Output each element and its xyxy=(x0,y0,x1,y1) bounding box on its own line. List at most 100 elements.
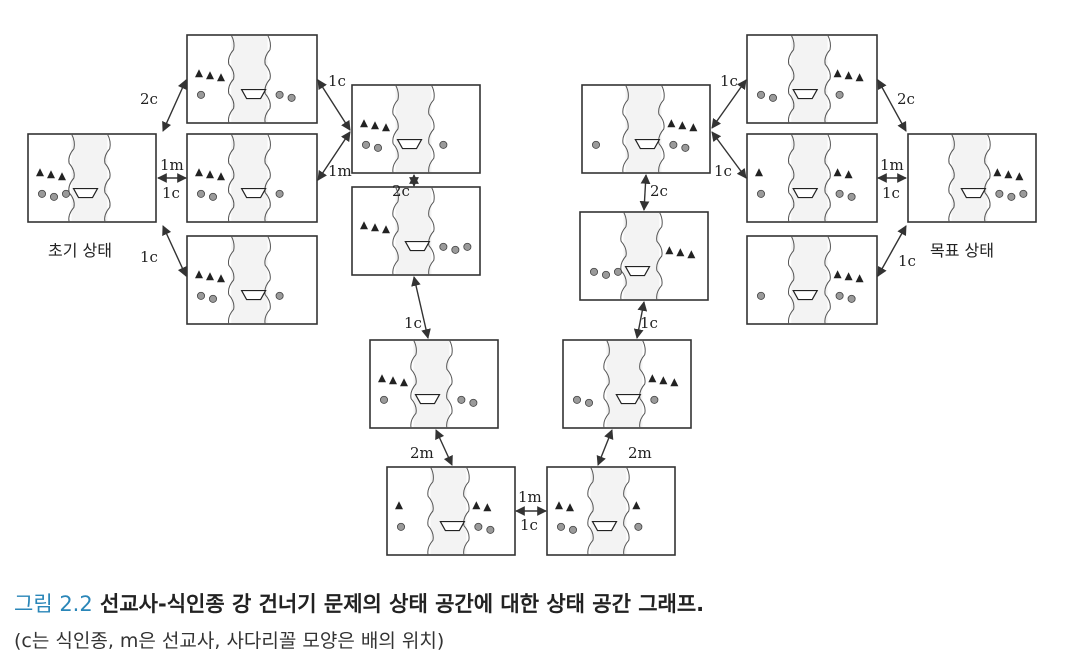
cannibal-circle-icon xyxy=(457,395,466,404)
cannibal-circle-icon xyxy=(208,294,217,303)
cannibal-circle-icon xyxy=(557,522,566,531)
missionary-triangle-icon xyxy=(47,170,55,179)
edge-label-two-m: 2m xyxy=(628,444,652,462)
river-bank-left xyxy=(620,211,627,301)
missionary-triangle-icon xyxy=(206,272,214,281)
boat-icon xyxy=(404,240,431,252)
missionary-triangle-icon xyxy=(993,168,1002,177)
cannibal-circle-icon xyxy=(486,525,495,534)
cannibal-circle-icon xyxy=(757,189,766,198)
goal-state-label: 목표 상태 xyxy=(930,241,994,260)
missionary-triangle-icon xyxy=(755,168,763,177)
missionary-triangle-icon xyxy=(382,123,390,132)
river-bank-right xyxy=(658,84,665,174)
missionary-triangle-icon xyxy=(371,121,379,130)
transition-arrow xyxy=(317,79,351,131)
cannibal-circle-icon xyxy=(634,522,643,531)
cannibal-circle-icon xyxy=(396,522,405,531)
river xyxy=(71,135,108,221)
state-e3 xyxy=(746,235,878,325)
edge-label-one-c: 1c xyxy=(404,314,422,332)
cannibal-circle-icon xyxy=(614,267,623,276)
state-b3 xyxy=(369,339,499,429)
state-goal xyxy=(907,133,1037,223)
missionary-triangle-icon xyxy=(665,246,674,255)
state-a1 xyxy=(186,34,318,124)
missionary-triangle-icon xyxy=(648,374,657,383)
cannibal-circle-icon xyxy=(62,189,71,198)
river-bank-right xyxy=(428,84,435,174)
missionary-triangle-icon xyxy=(389,376,397,385)
missionary-triangle-icon xyxy=(371,223,379,232)
river xyxy=(791,237,828,323)
river xyxy=(395,86,432,172)
edge-label-one-m: 1m xyxy=(328,162,352,180)
river-bank-right xyxy=(104,133,111,223)
boat-icon xyxy=(792,88,819,100)
cannibal-circle-icon xyxy=(1007,192,1016,201)
edge-label-two-c: 2c xyxy=(897,90,915,108)
transition-arrow xyxy=(639,174,651,211)
river xyxy=(395,188,432,274)
state-a3 xyxy=(186,235,318,325)
state-d3 xyxy=(562,339,692,429)
transition-arrow xyxy=(711,79,747,129)
river-bank-left xyxy=(228,235,235,325)
figure-title: 선교사-식인종 강 건너기 문제의 상태 공간에 대한 상태 공간 그래프. xyxy=(100,592,705,616)
edge-label-one-c: 1c xyxy=(898,252,916,270)
boat-icon xyxy=(634,138,661,150)
cannibal-circle-icon xyxy=(439,140,448,149)
cannibal-circle-icon xyxy=(451,245,460,254)
river-bank-left xyxy=(788,133,795,223)
figure-caption-title: 그림 2.2 선교사-식인종 강 건너기 문제의 상태 공간에 대한 상태 공간… xyxy=(14,588,704,618)
missionary-triangle-icon xyxy=(1015,172,1024,181)
river xyxy=(590,468,627,554)
cannibal-circle-icon xyxy=(592,140,601,149)
missionary-triangle-icon xyxy=(659,376,668,385)
cannibal-circle-icon xyxy=(835,291,844,300)
river xyxy=(791,135,828,221)
missionary-triangle-icon xyxy=(1004,170,1013,179)
state-a2 xyxy=(186,133,318,223)
missionary-triangle-icon xyxy=(689,123,698,132)
river-bank-left xyxy=(587,466,594,556)
cannibal-circle-icon xyxy=(469,398,478,407)
boat-icon xyxy=(960,187,987,199)
river-bank-left xyxy=(603,339,610,429)
transition-edges xyxy=(157,79,907,516)
state-e2 xyxy=(746,133,878,223)
transition-arrow xyxy=(162,79,187,132)
missionary-triangle-icon xyxy=(400,378,408,387)
river-bank-right xyxy=(428,186,435,276)
missionary-triangle-icon xyxy=(36,168,44,177)
edge-label-one-c: 1c xyxy=(882,184,900,202)
cannibal-circle-icon xyxy=(573,395,582,404)
edge-label-one-m: 1m xyxy=(518,488,542,506)
cannibal-circle-icon xyxy=(463,242,472,251)
cannibal-circle-icon xyxy=(208,192,217,201)
missionary-triangle-icon xyxy=(217,172,225,181)
river-bank-left xyxy=(788,34,795,124)
missionary-triangle-icon xyxy=(687,250,696,259)
edge-label-one-m: 1m xyxy=(880,156,904,174)
river-bank-right xyxy=(656,211,663,301)
missionary-triangle-icon xyxy=(382,225,390,234)
missionary-triangle-icon xyxy=(670,378,679,387)
edge-label-one-c: 1c xyxy=(720,72,738,90)
river-bank-left xyxy=(622,84,629,174)
transition-arrow xyxy=(877,79,907,132)
missionary-triangle-icon xyxy=(378,374,386,383)
transition-arrow xyxy=(411,276,431,339)
river-bank-right xyxy=(623,466,630,556)
river-bank-left xyxy=(948,133,955,223)
state-nodes xyxy=(27,34,1037,556)
river-bank-right xyxy=(824,133,831,223)
boat-icon xyxy=(792,289,819,301)
cannibal-circle-icon xyxy=(196,90,205,99)
missionary-triangle-icon xyxy=(472,501,481,510)
river-bank-left xyxy=(228,133,235,223)
cannibal-circle-icon xyxy=(439,242,448,251)
river-bank-right xyxy=(264,235,271,325)
missionary-triangle-icon xyxy=(855,274,864,283)
